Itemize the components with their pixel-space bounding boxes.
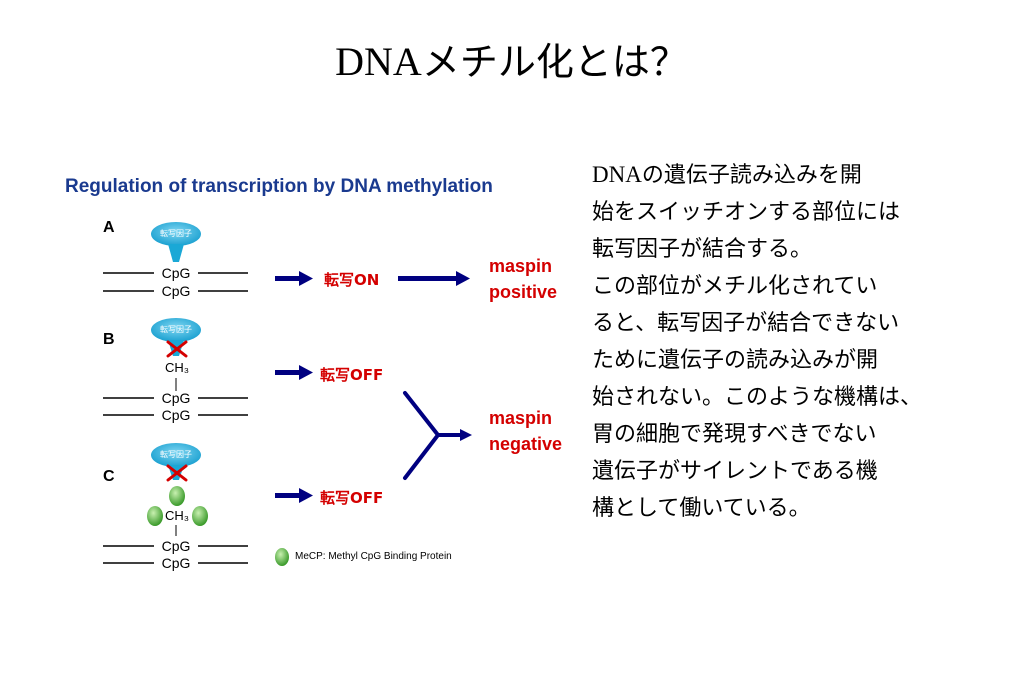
mecp-protein-top bbox=[169, 486, 185, 506]
body-line-6: ために遺伝子の読み込みが開 bbox=[592, 348, 879, 373]
outcome-negative: maspin negative bbox=[489, 405, 562, 457]
ch3-label-c: CH₃ bbox=[165, 508, 190, 523]
outcome-negative-line-1: maspin bbox=[489, 408, 553, 428]
body-line-2: 始をスイッチオンする部位には bbox=[592, 200, 901, 225]
body-line-3: 転写因子が結合する。 bbox=[592, 237, 813, 262]
arrow-a-1 bbox=[275, 271, 313, 286]
transcription-factor-a bbox=[151, 222, 201, 246]
tf-label-b: 転写因子 bbox=[160, 325, 192, 334]
merge-arrow-head bbox=[460, 429, 472, 441]
blocked-x-c-icon bbox=[166, 464, 188, 482]
panel-label-c: C bbox=[103, 468, 115, 485]
arrow-c bbox=[275, 488, 313, 503]
transcription-factor-c bbox=[151, 443, 201, 467]
tf-label-c: 転写因子 bbox=[160, 450, 192, 459]
cpg-a-top: CpG bbox=[161, 265, 191, 281]
body-line-9: 遺伝子がサイレントである機 bbox=[592, 459, 878, 484]
status-label-b: 転写OFF bbox=[320, 366, 384, 384]
figure-title: Regulation of transcription by DNA methy… bbox=[65, 176, 493, 197]
arrow-a-2 bbox=[398, 271, 470, 286]
slide-title-latin: DNA bbox=[335, 39, 422, 84]
body-line-8: 胃の細胞で発現すべきでない bbox=[592, 422, 877, 447]
panel-label-b: B bbox=[103, 331, 115, 348]
merge-arrow bbox=[403, 391, 464, 480]
mecp-protein-left bbox=[147, 506, 163, 526]
body-line-1: DNAの遺伝子読み込みを開 bbox=[592, 162, 862, 188]
legend-label: MeCP: Methyl CpG Binding Protein bbox=[295, 551, 452, 562]
panel-b-graphics bbox=[103, 318, 313, 416]
body-line-5: ると、転写因子が結合できない bbox=[592, 311, 900, 336]
transcription-factor-b bbox=[151, 318, 201, 342]
cpg-a-bottom: CpG bbox=[161, 283, 191, 299]
mecp-protein-right bbox=[192, 506, 208, 526]
status-label-c: 転写OFF bbox=[320, 489, 384, 507]
panel-a-graphics bbox=[103, 222, 470, 292]
outcome-positive: maspin positive bbox=[489, 253, 557, 305]
ch3-label-b: CH₃ bbox=[165, 360, 190, 375]
panel-label-a: A bbox=[103, 219, 115, 236]
cpg-c-bottom: CpG bbox=[161, 555, 191, 571]
tf-stem-a bbox=[168, 244, 184, 262]
body-line-10: 構として働いている。 bbox=[592, 496, 811, 521]
body-line-7: 始されない。このような機構は、 bbox=[592, 385, 923, 410]
cpg-c-top: CpG bbox=[161, 538, 191, 554]
status-label-a: 転写ON bbox=[324, 271, 380, 289]
slide-title: DNAメチル化とは？ bbox=[0, 38, 1023, 86]
outcome-positive-line-1: maspin bbox=[489, 256, 553, 276]
slide-title-rest: メチル化とは？ bbox=[421, 40, 688, 84]
cpg-b-top: CpG bbox=[161, 390, 191, 406]
panel-c-graphics bbox=[103, 443, 313, 566]
cpg-b-bottom: CpG bbox=[161, 407, 191, 423]
explanation-text: DNAの遺伝子読み込みを開 始をスイッチオンする部位には 転写因子が結合する。 … bbox=[592, 156, 1012, 527]
tf-label-a: 転写因子 bbox=[160, 229, 192, 238]
outcome-negative-line-2: negative bbox=[489, 434, 563, 454]
body-latin-dna: DNA bbox=[592, 162, 642, 187]
arrow-b bbox=[275, 365, 313, 380]
legend-mecp-icon bbox=[275, 548, 289, 566]
body-line-4: この部位がメチル化されてい bbox=[592, 274, 878, 299]
blocked-x-b-icon bbox=[166, 340, 188, 358]
outcome-positive-line-2: positive bbox=[489, 282, 558, 302]
